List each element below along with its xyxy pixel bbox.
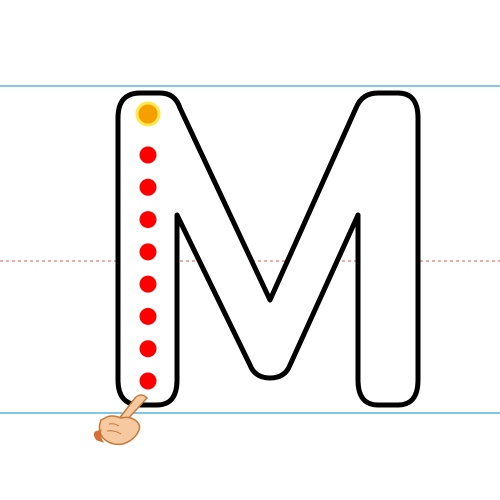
trace-dot[interactable] bbox=[139, 211, 157, 229]
letter-m-outline bbox=[115, 90, 421, 408]
trace-dot[interactable] bbox=[139, 243, 157, 261]
trace-dot[interactable] bbox=[139, 146, 157, 164]
trace-dot[interactable] bbox=[139, 178, 157, 196]
trace-dot[interactable] bbox=[139, 307, 157, 325]
trace-dot[interactable] bbox=[139, 340, 157, 358]
trace-dot[interactable] bbox=[139, 372, 157, 390]
pointing-hand-icon bbox=[93, 394, 149, 446]
start-dot[interactable] bbox=[135, 101, 161, 127]
stroke-dots bbox=[139, 146, 157, 390]
trace-dot[interactable] bbox=[139, 275, 157, 293]
